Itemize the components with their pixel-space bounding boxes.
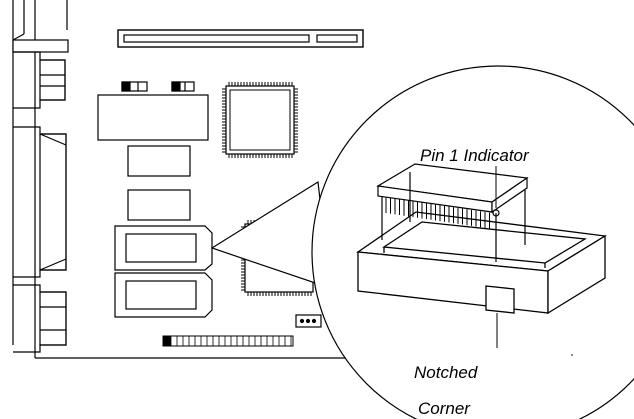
notched-label-line1: Notched <box>414 363 478 382</box>
pin-header-strip <box>162 335 294 347</box>
leader-lines <box>495 166 498 348</box>
zoomed-dip-chip <box>376 163 529 262</box>
ic-small-2 <box>127 189 191 221</box>
motherboard <box>12 0 364 359</box>
pin1-indicator-label: Pin 1 Indicator <box>420 146 530 165</box>
qfp-chip-top <box>222 82 298 158</box>
expansion-slot <box>117 29 364 48</box>
zoomed-socket <box>356 211 607 315</box>
serial-port-top <box>12 39 69 109</box>
jumper-switch-2 <box>171 81 195 92</box>
ic-small-1 <box>127 145 191 177</box>
chip-socket-2 <box>114 272 213 318</box>
fan-header <box>295 314 322 328</box>
serial-port-bottom <box>13 284 67 353</box>
parallel-port <box>13 126 67 278</box>
notched-label-line2: Corner <box>418 399 471 418</box>
notched-corner-marker <box>485 285 515 314</box>
ic-large <box>97 94 209 141</box>
jumper-switch-1 <box>121 81 148 92</box>
chip-socket-1 <box>114 225 213 271</box>
